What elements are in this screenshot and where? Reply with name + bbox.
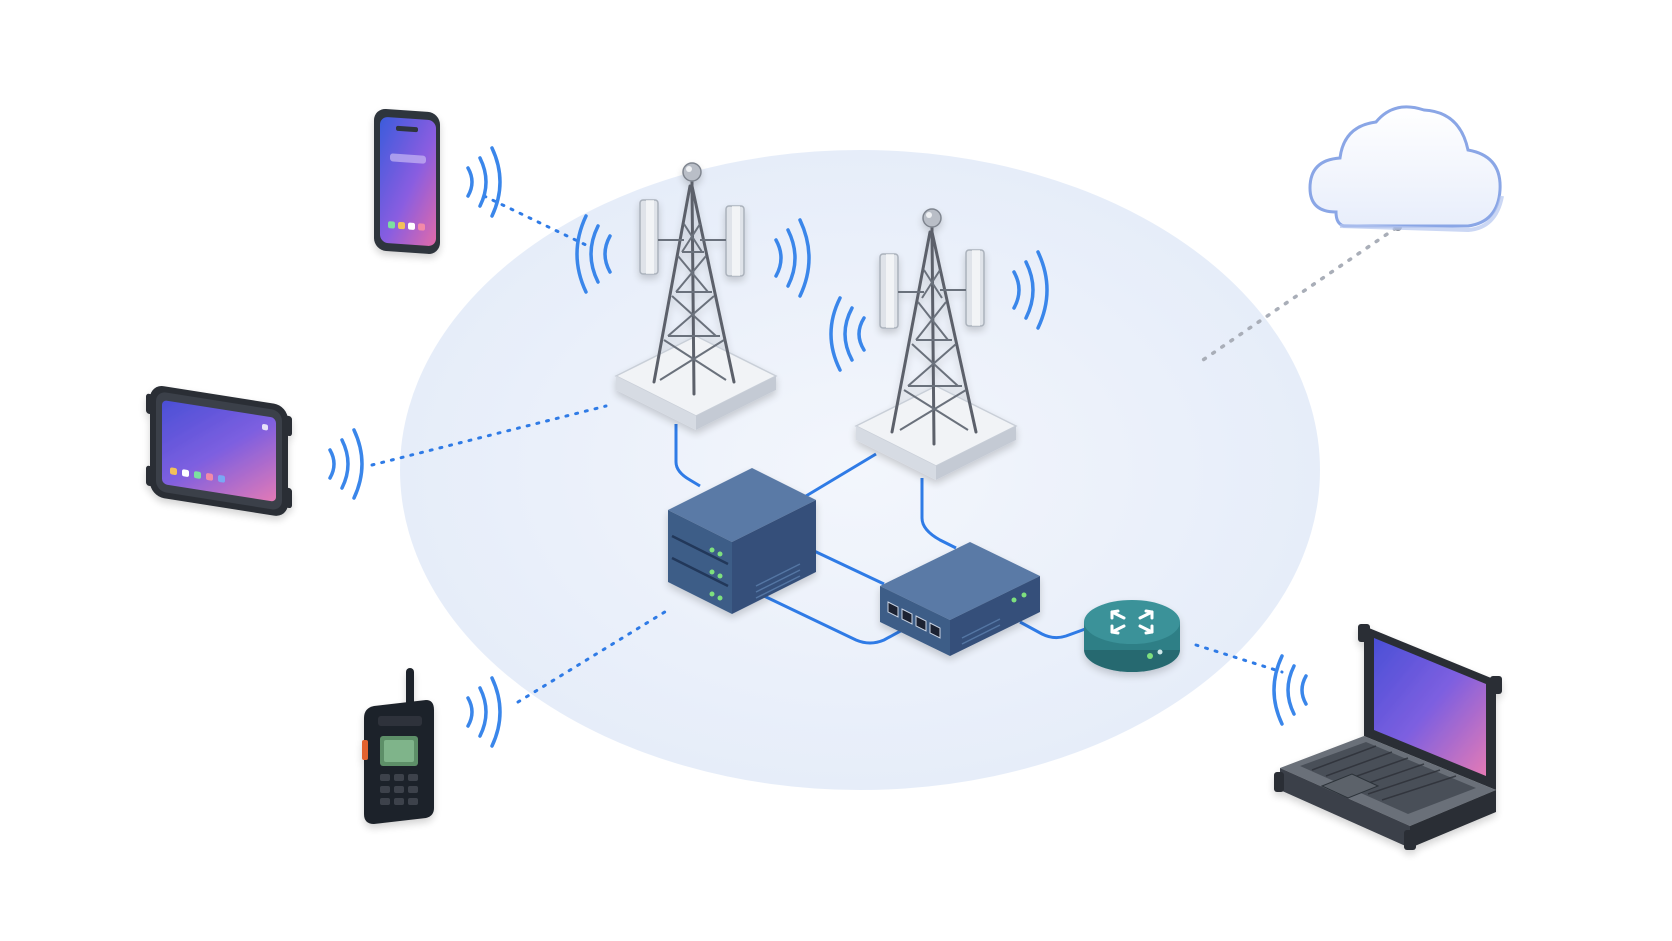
router-arrows-icon xyxy=(1110,609,1154,635)
network-switch[interactable] xyxy=(880,542,1040,656)
cell-tower-2[interactable] xyxy=(854,208,1018,480)
core-server[interactable] xyxy=(668,468,816,614)
tower1-signal-left xyxy=(575,214,612,294)
wireless-link-radio xyxy=(516,608,670,704)
wired-link-tower1-server xyxy=(674,424,701,488)
internet-link-cloud xyxy=(1198,226,1398,364)
wireless-link-smartphone xyxy=(482,194,590,248)
tower2-signal-right xyxy=(1012,250,1049,330)
tower2-signal-left xyxy=(829,296,866,372)
smartphone[interactable] xyxy=(374,108,440,255)
rugged-laptop[interactable] xyxy=(1274,624,1502,850)
tower1-signal-right xyxy=(774,218,811,298)
wired-link-tower2-switch xyxy=(920,478,957,550)
wired-link-server-switch-lower xyxy=(763,594,907,645)
cell-tower-1[interactable] xyxy=(614,162,778,430)
wired-link-server-switch xyxy=(811,548,885,586)
router[interactable] xyxy=(1084,600,1180,672)
laptop-signal xyxy=(1272,654,1308,726)
smartphone-signal xyxy=(466,146,502,218)
wired-link-tower2-server xyxy=(805,452,877,498)
wired-link-switch-router xyxy=(1019,620,1089,640)
coverage-area xyxy=(400,150,1320,790)
rugged-tablet[interactable] xyxy=(146,383,292,518)
handheld-radio[interactable] xyxy=(362,668,434,824)
cloud[interactable] xyxy=(1308,105,1504,233)
tablet-signal xyxy=(328,428,364,500)
cloud-icon xyxy=(1308,105,1502,228)
wireless-link-tablet xyxy=(370,404,608,467)
radio-signal xyxy=(466,676,502,748)
